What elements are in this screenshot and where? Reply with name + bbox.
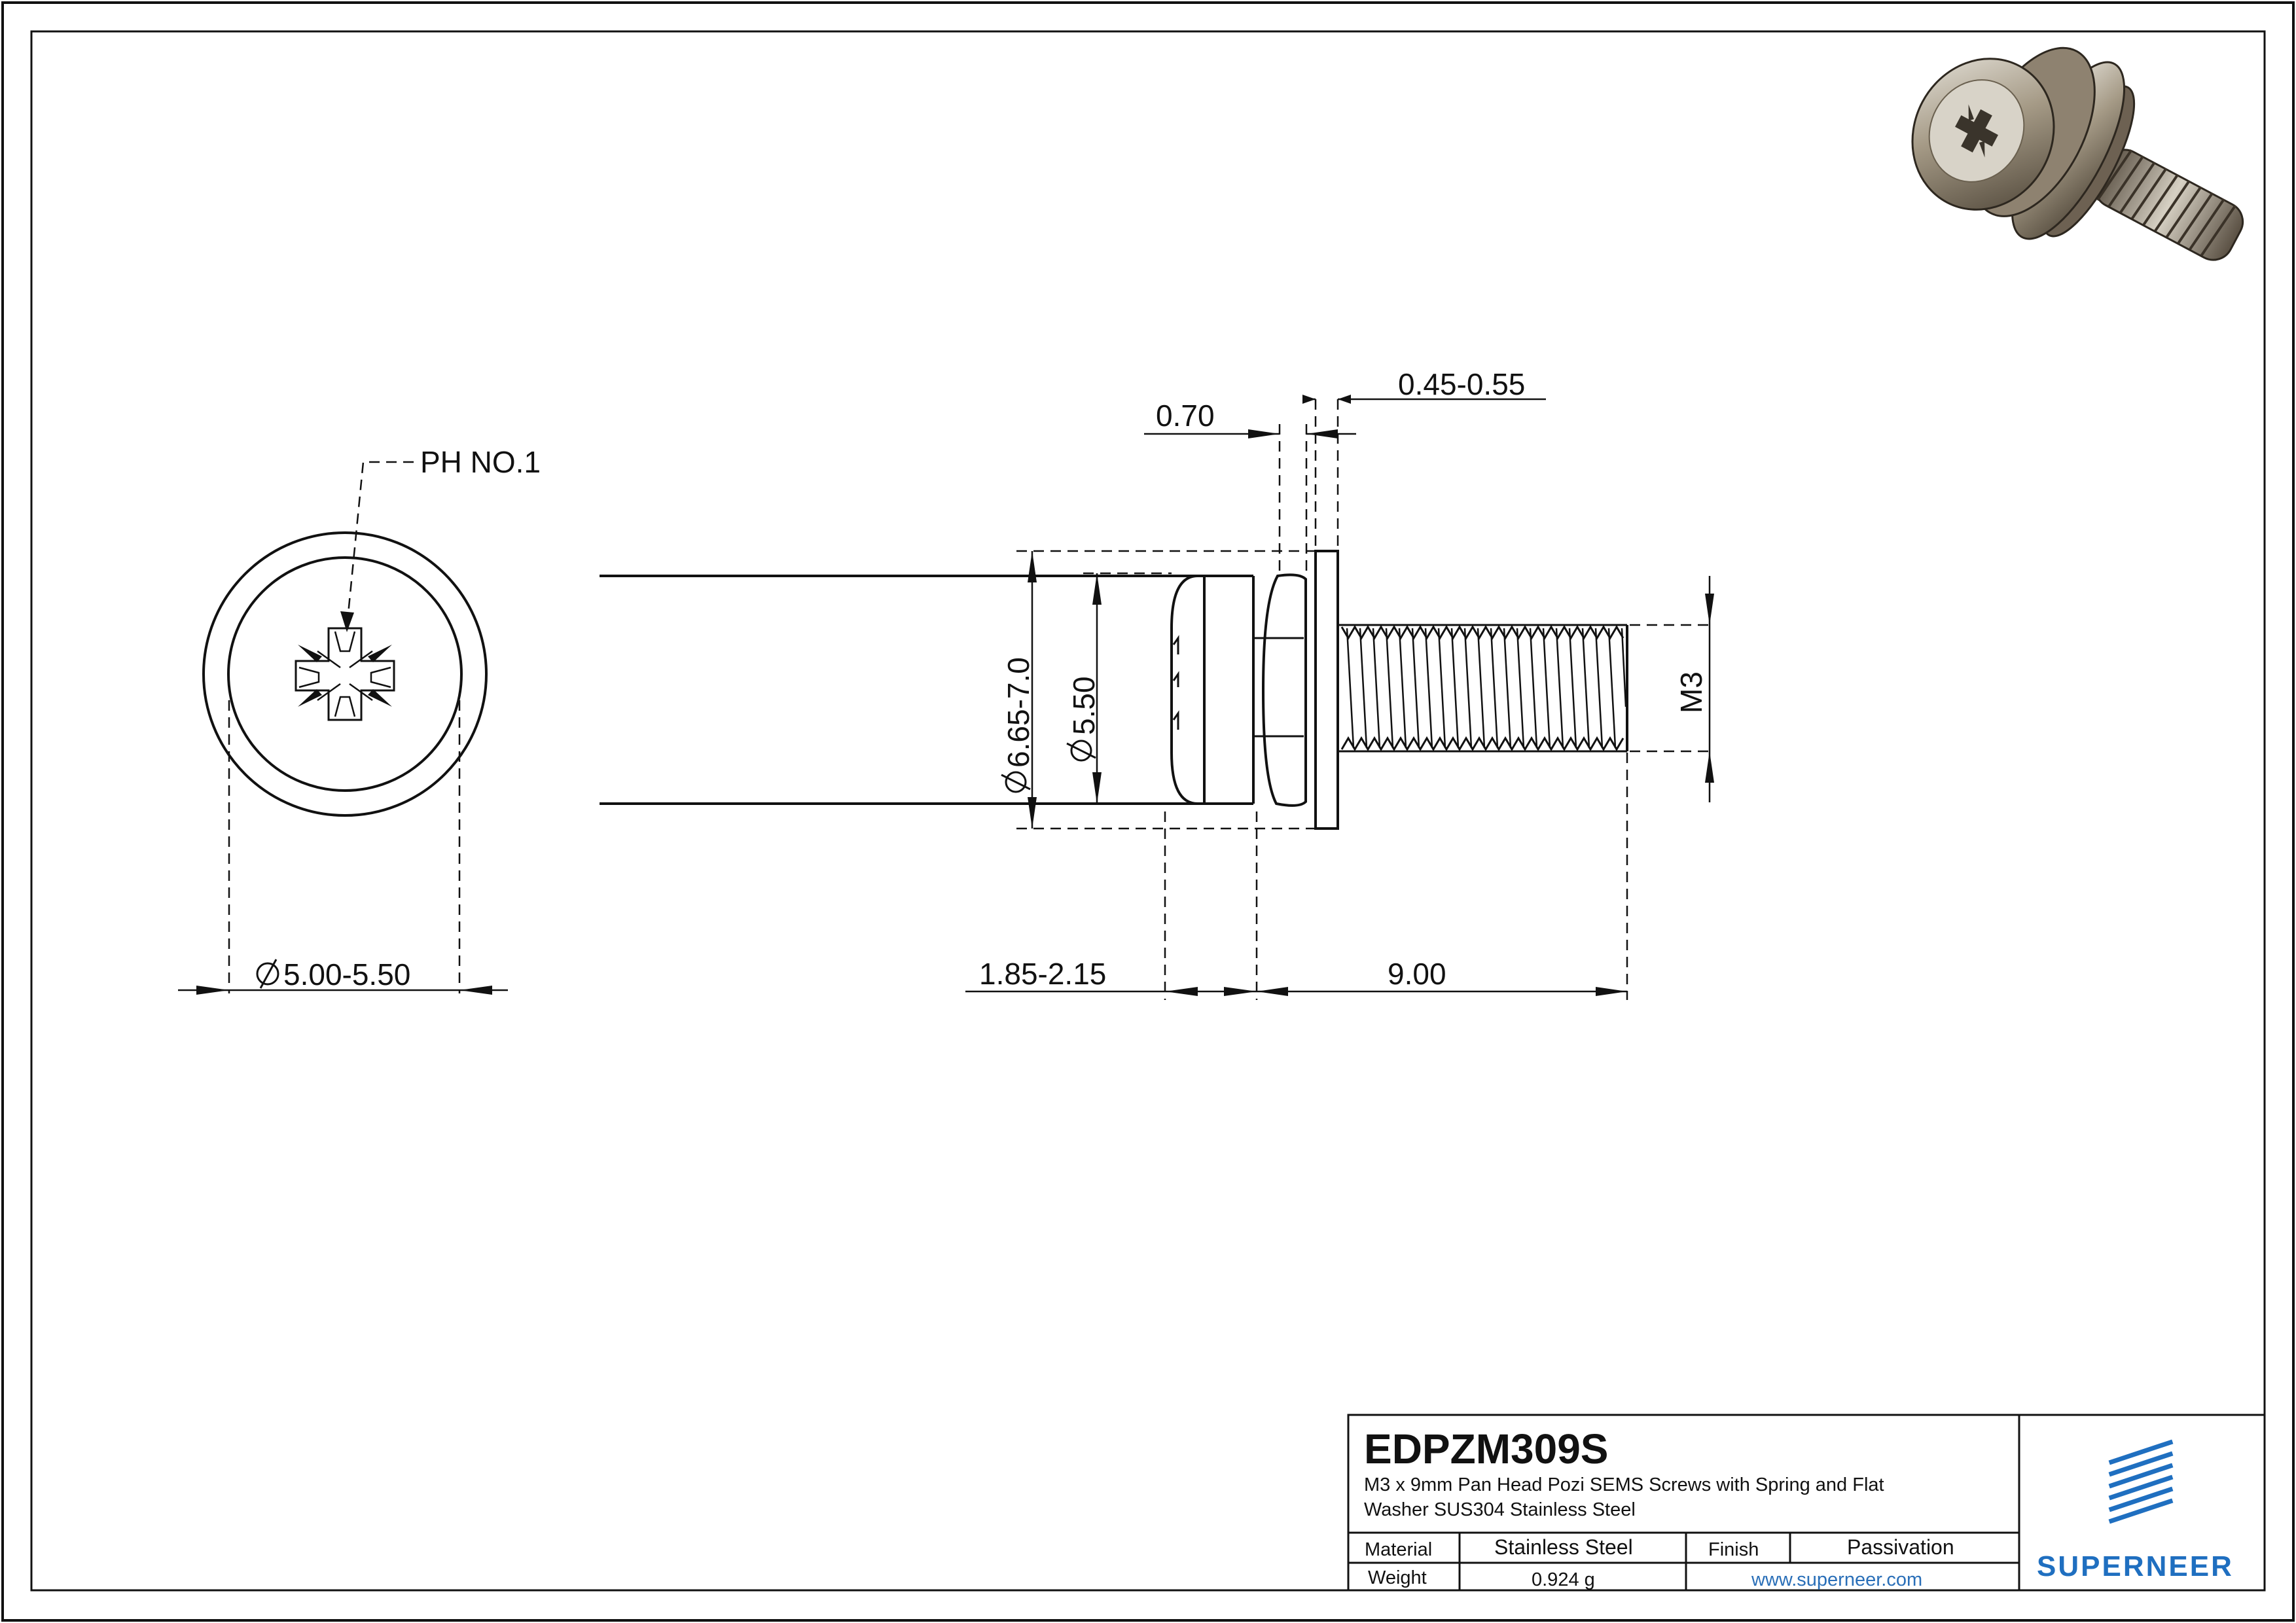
side-view	[600, 575, 1206, 805]
pan-head	[600, 575, 1206, 805]
front-view	[202, 461, 488, 817]
ph-callout-label: PH NO.1	[420, 445, 541, 479]
flat-washer-label: 0.45-0.55	[1398, 367, 1525, 401]
head-height-label: 1.85-2.15	[979, 957, 1106, 991]
head-dia-side-label: 5.50	[1067, 676, 1101, 735]
spring-washer-label: 0.70	[1156, 399, 1215, 433]
thread	[1340, 625, 1627, 751]
flat-washer	[1314, 550, 1339, 830]
material-label: Material	[1365, 1539, 1432, 1560]
length-label: 9.00	[1388, 957, 1446, 991]
description-line-2: Washer SUS304 Stainless Steel	[1364, 1499, 1636, 1520]
finish-value: Passivation	[1847, 1535, 1954, 1559]
superneer-logo-icon	[2108, 1439, 2174, 1524]
finish-label: Finish	[1708, 1539, 1759, 1560]
inner-border	[30, 30, 2266, 1592]
callout-leader	[346, 461, 414, 628]
washer-od-label: 6.65-7.0	[1001, 657, 1035, 768]
screw-3d-render	[1911, 46, 2244, 261]
washer-outline	[202, 531, 488, 817]
head-outline	[227, 556, 463, 792]
weight-label: Weight	[1368, 1567, 1427, 1588]
thread-size-label: M3	[1674, 671, 1708, 713]
pozi-recess-icon	[295, 627, 395, 721]
title-block	[1347, 1414, 2266, 1592]
weight-value: 0.924 g	[1532, 1569, 1595, 1590]
head-dia-label: 5.00-5.50	[283, 957, 410, 991]
part-number: EDPZM309S	[1364, 1425, 1608, 1472]
material-value: Stainless Steel	[1494, 1535, 1633, 1559]
description-line-1: M3 x 9mm Pan Head Pozi SEMS Screws with …	[1364, 1474, 1884, 1495]
brand-name: SUPERNEER	[2037, 1550, 2234, 1582]
website-link[interactable]: www.superneer.com	[1751, 1569, 1922, 1590]
diameter-symbol-icon	[256, 959, 279, 989]
spring-washer	[1261, 573, 1307, 807]
